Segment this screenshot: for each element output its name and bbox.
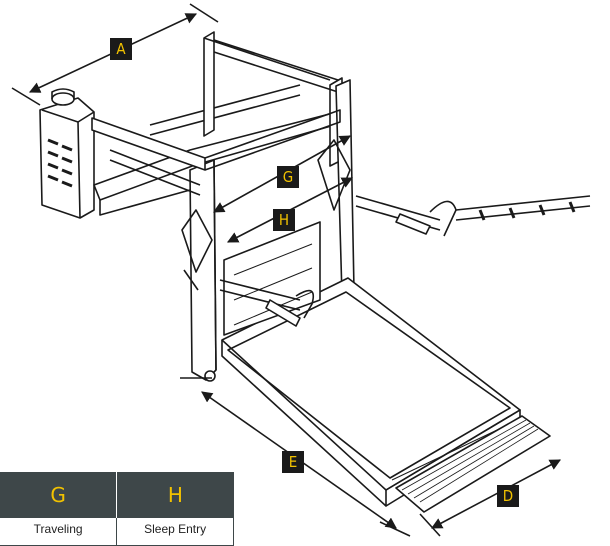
side-barrier: [223, 221, 321, 336]
label-e: E: [282, 451, 304, 473]
label-a: A: [110, 38, 132, 60]
table-cell-h: Sleep Entry: [116, 518, 234, 546]
handrail-right: [355, 195, 591, 237]
front-left-post: [181, 159, 217, 382]
table-header-g: G: [0, 472, 118, 518]
top-beams: [91, 109, 341, 196]
handrail-left: [219, 279, 315, 327]
table-cell-g: Traveling: [0, 518, 118, 546]
label-d: D: [497, 485, 519, 507]
front-right-post: [317, 79, 355, 297]
base-frame: [93, 84, 346, 216]
table-header-h: H: [116, 472, 234, 518]
label-h: H: [273, 209, 295, 231]
pump-unit: [39, 88, 95, 219]
label-g: G: [277, 166, 299, 188]
dimension-arrow-d: [431, 459, 561, 529]
dimension-table: G H Traveling Sleep Entry: [0, 472, 234, 546]
